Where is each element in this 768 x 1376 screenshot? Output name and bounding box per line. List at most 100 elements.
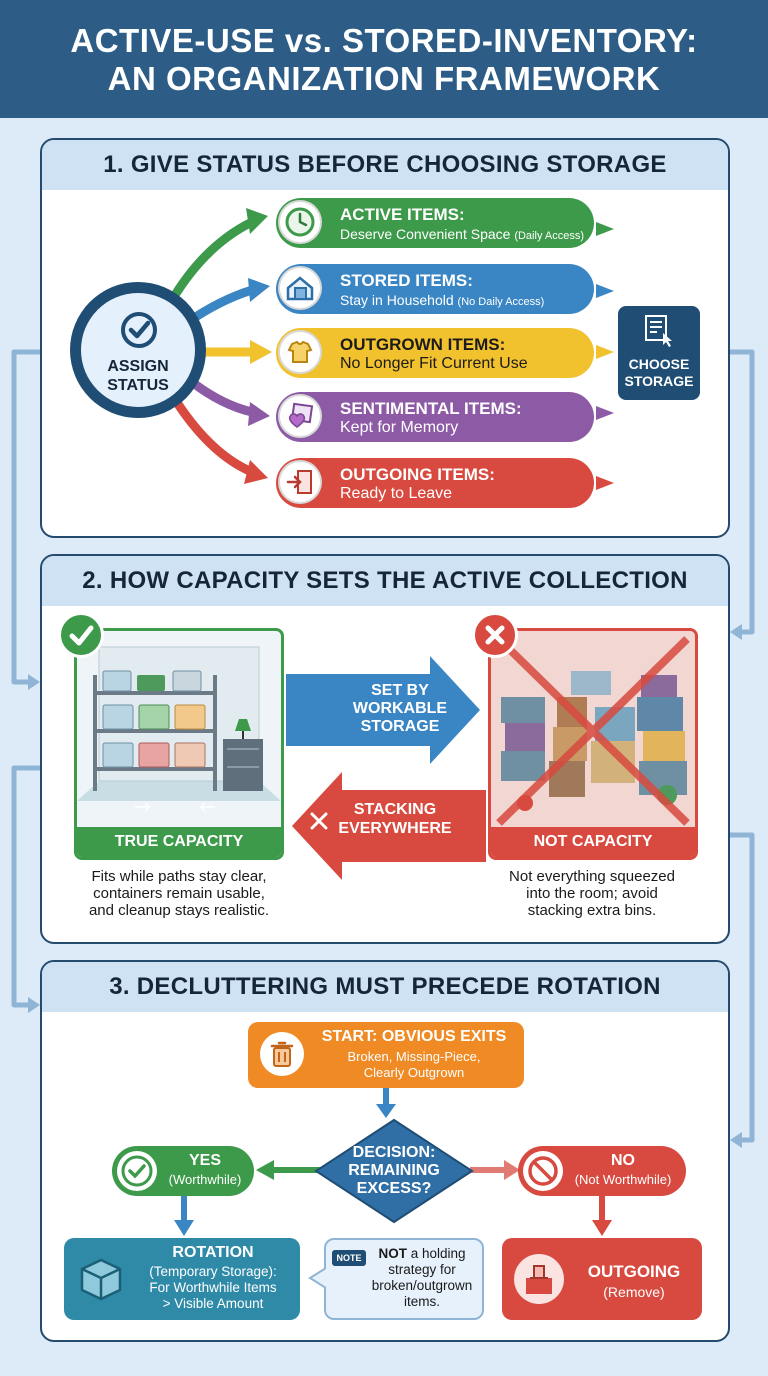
assign-status-hub: ASSIGN STATUS [70, 282, 206, 418]
arrow-right-line-2: WORKABLE [352, 700, 448, 717]
photo-heart-icon [288, 402, 314, 428]
status-stored-note: (No Daily Access) [457, 296, 545, 308]
status-sentimental-desc: Kept for Memory [340, 419, 459, 436]
shirt-icon [287, 340, 313, 363]
status-sentimental: SENTIMENTAL ITEMS: Kept for Memory [276, 392, 594, 442]
title-line-1: ACTIVE-USE vs. STORED-INVENTORY: [70, 22, 698, 59]
true-caption-2: containers remain usable, [93, 885, 265, 902]
arrow-left-line-2: EVERYWHERE [338, 820, 452, 837]
house-box-icon [286, 276, 314, 301]
title-banner: ACTIVE-USE vs. STORED-INVENTORY: AN ORGA… [0, 0, 768, 118]
note-bubble: NOTE NOT a holding strategy for broken/o… [324, 1238, 484, 1320]
not-caption-3: stacking extra bins. [527, 902, 657, 919]
arrow-right-set-by [286, 656, 480, 764]
x-mark-icon [310, 812, 328, 830]
true-caption-3: and cleanup stays realistic. [88, 902, 270, 919]
decision-text: DECISION: REMAINING EXCESS? [334, 1144, 454, 1198]
status-outgrown-title: OUTGROWN ITEMS: [340, 335, 506, 354]
choose-label-1: CHOOSE [628, 356, 690, 372]
decision-line-1: DECISION: [352, 1144, 436, 1161]
true-caption-1: Fits while paths stay clear, [91, 868, 267, 885]
document-pointer-icon [645, 315, 672, 347]
connector-left-2 [11, 765, 40, 1008]
note-line-3: broken/outgrown [371, 1278, 473, 1293]
choose-label-2: STORAGE [624, 373, 694, 389]
donation-box-icon [514, 1254, 564, 1304]
note-line-1: a holding [406, 1246, 466, 1261]
status-active: ACTIVE ITEMS: Deserve Convenient Space (… [276, 198, 594, 248]
status-outgoing: OUTGOING ITEMS: Ready to Leave [276, 458, 594, 508]
not-capacity-label: NOT CAPACITY [491, 827, 695, 857]
arrow-right-line-3: STORAGE [360, 718, 440, 735]
status-active-note: (Daily Access) [514, 230, 585, 242]
start-obvious-exits: START: OBVIOUS EXITS Broken, Missing-Pie… [248, 1022, 524, 1088]
yes-title: YES [188, 1152, 221, 1169]
true-capacity-card: TRUE CAPACITY [74, 628, 284, 860]
rotation-line-2: For Worthwhile Items [149, 1280, 277, 1295]
status-outgrown-desc: No Longer Fit Current Use [340, 355, 528, 372]
start-title: START: OBVIOUS EXITS [321, 1028, 507, 1045]
trash-can-icon [260, 1032, 304, 1076]
arrow-left-stacking [292, 772, 486, 880]
decision-diamond [314, 1118, 474, 1224]
status-active-desc: Deserve Convenient Space [340, 226, 511, 242]
section1-title: 1. GIVE STATUS BEFORE CHOOSING STORAGE [42, 140, 728, 190]
arrow-left-text: STACKING EVERYWHERE [330, 800, 460, 838]
status-stored-desc: Stay in Household [340, 292, 454, 308]
status-outgoing-desc: Ready to Leave [340, 485, 453, 502]
arrow-right-line-1: SET BY [371, 682, 429, 699]
true-capacity-label: TRUE CAPACITY [77, 827, 281, 857]
arrow-right-text: SET BY WORKABLE STORAGE [330, 682, 470, 736]
not-capacity-card: NOT CAPACITY [488, 628, 698, 860]
decision-line-3: EXCESS? [356, 1180, 432, 1197]
connector-right-1 [728, 349, 755, 635]
x-badge-icon [472, 612, 518, 658]
check-badge-icon [58, 612, 104, 658]
connector-left-1 [11, 349, 40, 685]
yes-sub: (Worthwhile) [168, 1172, 242, 1187]
door-exit-icon [286, 470, 312, 494]
status-outgoing-title: OUTGOING ITEMS: [340, 465, 495, 484]
arrow-left-line-1: STACKING [353, 801, 437, 818]
clock-icon [285, 207, 315, 237]
rotation-title: ROTATION [172, 1244, 254, 1261]
rotation-box: ROTATION (Temporary Storage): For Worthw… [64, 1238, 300, 1320]
status-stored: STORED ITEMS: Stay in Household (No Dail… [276, 264, 594, 314]
not-capacity-caption: Not everything squeezed into the room; a… [462, 868, 722, 919]
section2-title: 2. HOW CAPACITY SETS THE ACTIVE COLLECTI… [42, 556, 728, 606]
choose-storage-box: CHOOSE STORAGE [618, 306, 700, 400]
yes-worthwhile: YES (Worthwhile) [112, 1146, 254, 1196]
no-not-worthwhile: NO (Not Worthwhile) [518, 1146, 686, 1196]
no-sub: (Not Worthwhile) [574, 1172, 672, 1187]
start-line-2: Clearly Outgrown [363, 1065, 465, 1080]
note-line-4: items. [403, 1294, 440, 1309]
hub-label-1: ASSIGN [107, 358, 169, 375]
status-active-title: ACTIVE ITEMS: [340, 205, 465, 224]
outgoing-sub: (Remove) [603, 1284, 665, 1300]
outgoing-remove-box: OUTGOING (Remove) [502, 1238, 702, 1320]
note-bold: NOT [378, 1246, 407, 1261]
organized-room-illustration [77, 646, 281, 812]
rotation-line-1: (Temporary Storage): [149, 1264, 277, 1279]
outgoing-title: OUTGOING [587, 1262, 681, 1281]
rotation-line-3: > Visible Amount [162, 1296, 264, 1311]
checkmark-icon [121, 312, 157, 348]
status-stored-title: STORED ITEMS: [340, 271, 473, 290]
box-icon [80, 1258, 122, 1301]
connector-right-2 [728, 832, 755, 1143]
note-line-2: strategy for [388, 1262, 456, 1277]
no-title: NO [611, 1152, 635, 1169]
not-caption-1: Not everything squeezed [509, 868, 675, 885]
check-circle-icon [117, 1151, 157, 1191]
not-caption-2: into the room; avoid [526, 885, 658, 902]
hub-label-2: STATUS [107, 377, 169, 394]
decision-line-2: REMAINING [348, 1162, 440, 1179]
section3-title: 3. DECLUTTERING MUST PRECEDE ROTATION [42, 962, 728, 1012]
note-badge: NOTE [332, 1250, 366, 1266]
true-capacity-caption: Fits while paths stay clear, containers … [44, 868, 314, 919]
note-pointer [308, 1267, 326, 1289]
